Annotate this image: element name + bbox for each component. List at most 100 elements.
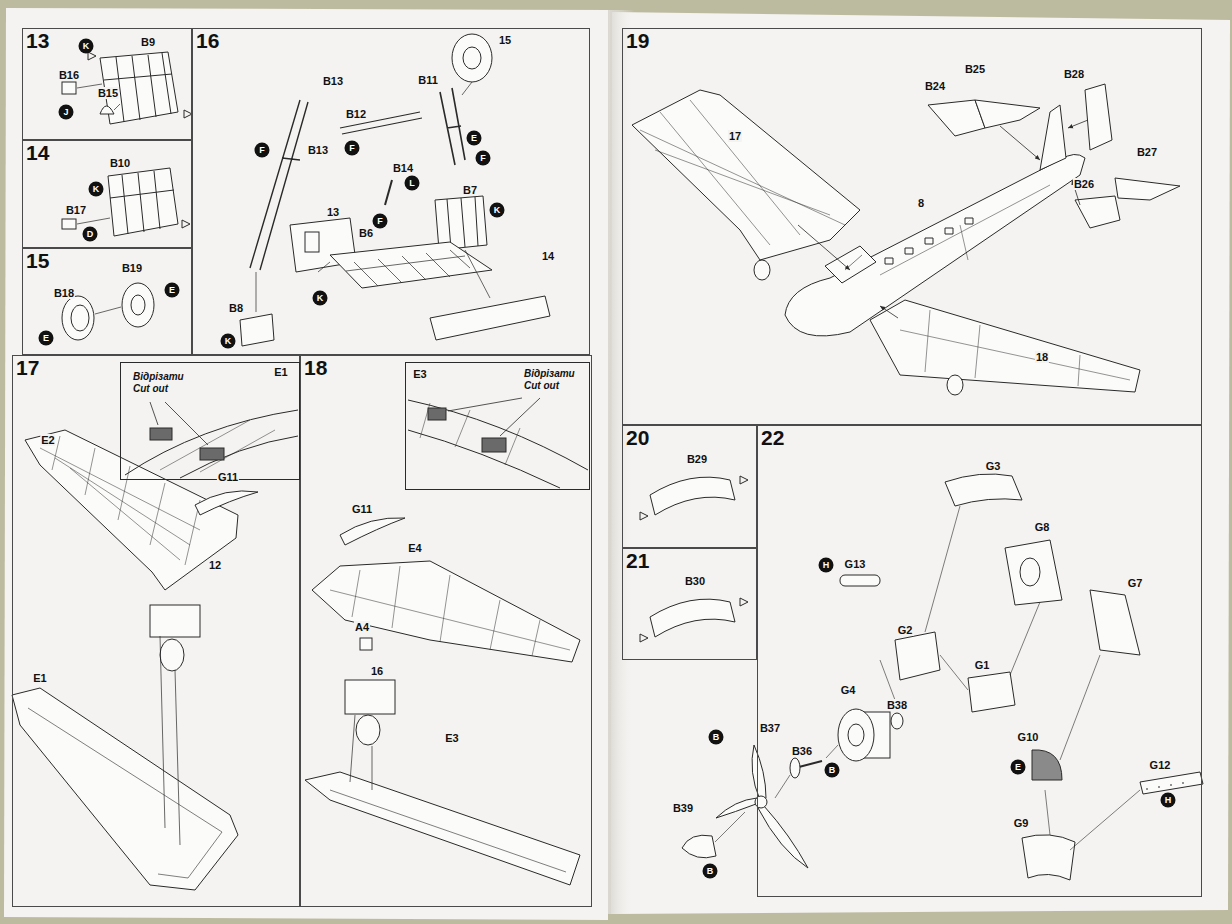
small-part — [62, 82, 76, 94]
part-label: B19 — [121, 262, 143, 274]
stabiliser — [1075, 196, 1120, 228]
cockpit — [825, 246, 876, 283]
part-label: 18 — [1035, 351, 1049, 363]
wing-edge — [125, 410, 298, 478]
locator-arrow — [740, 476, 748, 484]
part-label: E2 — [40, 434, 55, 446]
locator-arrow — [88, 52, 96, 60]
step-number: 18 — [304, 357, 327, 379]
frame-part — [100, 52, 178, 124]
cut-out-area — [482, 438, 506, 452]
lower-wing-edge — [330, 790, 566, 872]
step-number: 14 — [26, 142, 49, 164]
floor-board — [430, 296, 550, 340]
locator-arrow — [182, 220, 190, 228]
cabin-windows — [885, 218, 973, 264]
canopy-part — [650, 477, 735, 515]
small-part — [62, 219, 76, 229]
part-label: B13 — [322, 75, 344, 87]
part-label: G2 — [897, 624, 914, 636]
floor-part — [330, 242, 492, 288]
part-label: B9 — [140, 36, 156, 48]
part-label: B17 — [65, 204, 87, 216]
part-label: B26 — [1073, 178, 1095, 190]
part-label: 14 — [541, 250, 555, 262]
leader-line — [448, 398, 540, 436]
part-label: E3 — [412, 368, 427, 380]
glue-marker: K — [313, 291, 328, 306]
glue-marker: D — [83, 227, 98, 242]
engine-hub — [848, 724, 864, 746]
bulkhead-ribs — [447, 197, 478, 249]
glue-marker: E — [467, 131, 482, 146]
guide-line — [256, 82, 490, 312]
cut-out-area — [428, 408, 446, 420]
part-label: B6 — [358, 227, 374, 239]
part-label: G9 — [1013, 817, 1030, 829]
exhaust-bar — [840, 575, 880, 586]
part-label: B37 — [759, 722, 781, 734]
glue-marker: K — [490, 203, 505, 218]
assembly-arrow — [1072, 180, 1080, 205]
step-panel: 20 — [622, 425, 757, 548]
step-panel: 13 — [22, 28, 192, 140]
cowling-side — [895, 632, 940, 680]
guide-line — [77, 218, 110, 224]
part-label: 12 — [208, 559, 222, 571]
glue-marker: H — [819, 558, 834, 573]
cut-out-area — [200, 448, 224, 460]
small-part — [100, 106, 114, 114]
part-label: G12 — [1149, 759, 1172, 771]
locator-arrow — [740, 598, 748, 606]
part-label: B36 — [791, 745, 813, 757]
step18-wing — [305, 518, 580, 885]
part-label: G7 — [1127, 577, 1144, 589]
step22-engine — [682, 474, 1203, 880]
cowling-part — [1090, 590, 1140, 655]
step17-detail — [125, 402, 298, 478]
exhaust-ports — [1146, 783, 1184, 789]
guide-line — [350, 715, 372, 790]
step-number: 16 — [196, 30, 219, 52]
small-strut — [385, 180, 392, 205]
step-number: 19 — [626, 30, 649, 52]
step-panel: 19 — [622, 28, 1202, 425]
frame-ribs — [104, 53, 172, 122]
shaft-disc — [790, 758, 800, 778]
wheel — [356, 715, 380, 745]
cowling-top — [945, 474, 1022, 506]
step20-21-parts — [640, 476, 748, 642]
lower-wing — [12, 688, 238, 890]
part-label: G11 — [217, 471, 239, 483]
page-fold — [608, 10, 634, 914]
part-label: G3 — [985, 460, 1002, 472]
wing-panel-lines — [420, 403, 520, 465]
elevator — [1115, 178, 1180, 200]
cowling-lower — [1022, 835, 1075, 880]
glue-marker: F — [476, 151, 491, 166]
part-label: B15 — [97, 87, 119, 99]
engine-face — [838, 709, 874, 761]
left-page — [4, 8, 610, 920]
bulkhead — [435, 196, 487, 250]
assembly-arrow — [880, 306, 898, 318]
rudder — [1085, 84, 1112, 150]
elevator — [975, 100, 1040, 128]
cowling-side — [968, 672, 1015, 712]
glue-marker: L — [405, 176, 420, 191]
glue-marker: K — [89, 182, 104, 197]
prop-blade — [752, 745, 766, 800]
guide-line — [95, 307, 121, 314]
part-label: B16 — [58, 69, 80, 81]
part-label: B24 — [924, 80, 946, 92]
wheel-bay — [150, 605, 200, 637]
step-number: 20 — [626, 427, 649, 449]
glue-marker: H — [1161, 793, 1176, 808]
step15-wheel — [62, 283, 154, 340]
cowling-part — [1005, 540, 1062, 605]
part-label: B38 — [886, 699, 908, 711]
